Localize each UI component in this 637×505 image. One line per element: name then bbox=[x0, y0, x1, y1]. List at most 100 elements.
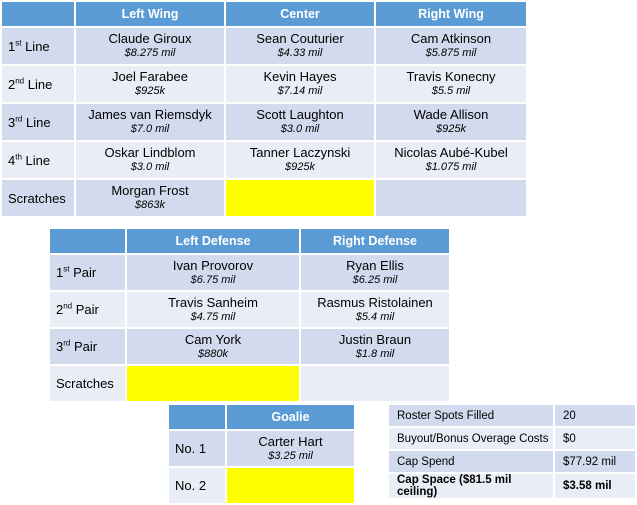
summary-row-cap-space: Cap Space ($81.5 mil ceiling) $3.58 mil bbox=[389, 474, 635, 498]
summary-value: $0 bbox=[555, 428, 635, 449]
row-label: 1st Line bbox=[2, 28, 74, 64]
player-salary: $925k bbox=[436, 123, 466, 135]
defense-header-row: Left Defense Right Defense bbox=[50, 229, 449, 253]
empty-slot bbox=[227, 468, 354, 503]
player-salary: $1.075 mil bbox=[425, 161, 477, 173]
player-name: Ivan Provorov bbox=[172, 257, 254, 273]
row-label: 3rd Pair bbox=[50, 329, 125, 364]
summary-label: Cap Space ($81.5 mil ceiling) bbox=[389, 474, 553, 498]
header-right-wing: Right Wing bbox=[376, 2, 526, 26]
defense-corner-cell bbox=[50, 229, 125, 253]
forwards-table: Left Wing Center Right Wing 1st Line Cla… bbox=[0, 0, 528, 218]
player-name: Rasmus Ristolainen bbox=[317, 294, 433, 310]
player-name: Cam York bbox=[184, 331, 242, 347]
player-salary: $7.14 mil bbox=[277, 85, 323, 97]
player-cell: James van Riemsdyk$7.0 mil bbox=[76, 104, 224, 140]
player-cell: Travis Sanheim$4.75 mil bbox=[127, 292, 299, 327]
player-salary: $5.4 mil bbox=[355, 310, 395, 323]
player-cell: Tanner Laczynski$925k bbox=[226, 142, 374, 178]
summary-value: $3.58 mil bbox=[555, 474, 635, 498]
defense-pair-3: 3rd Pair Cam York$880k Justin Braun$1.8 … bbox=[50, 329, 449, 364]
summary-value: 20 bbox=[555, 405, 635, 426]
summary-row-roster: Roster Spots Filled 20 bbox=[389, 405, 635, 426]
player-salary: $880k bbox=[198, 347, 228, 360]
player-cell: Rasmus Ristolainen$5.4 mil bbox=[301, 292, 449, 327]
row-label: 2nd Pair bbox=[50, 292, 125, 327]
row-label: 1st Pair bbox=[50, 255, 125, 290]
player-salary: $3.0 mil bbox=[280, 123, 320, 135]
player-cell: Ryan Ellis$6.25 mil bbox=[301, 255, 449, 290]
player-salary: $4.33 mil bbox=[277, 47, 323, 59]
forward-line-2: 2nd Line Joel Farabee$925k Kevin Hayes$7… bbox=[2, 66, 526, 102]
player-cell: Sean Couturier$4.33 mil bbox=[226, 28, 374, 64]
player-salary: $4.75 mil bbox=[190, 310, 236, 323]
player-name: Cam Atkinson bbox=[410, 31, 492, 46]
goalie-header-row: Goalie bbox=[169, 405, 354, 429]
cap-summary-table: Roster Spots Filled 20 Buyout/Bonus Over… bbox=[387, 403, 637, 500]
player-cell: Claude Giroux$8.275 mil bbox=[76, 28, 224, 64]
player-name: Justin Braun bbox=[338, 331, 412, 347]
summary-label: Cap Spend bbox=[389, 451, 553, 472]
header-goalie: Goalie bbox=[227, 405, 354, 429]
player-name: Travis Sanheim bbox=[168, 294, 258, 310]
player-name: Nicolas Aubé-Kubel bbox=[394, 145, 508, 160]
summary-label: Roster Spots Filled bbox=[389, 405, 553, 426]
forwards-corner-cell bbox=[2, 2, 74, 26]
player-cell: Wade Allison$925k bbox=[376, 104, 526, 140]
player-cell: Scott Laughton$3.0 mil bbox=[226, 104, 374, 140]
player-salary: $6.25 mil bbox=[352, 273, 398, 286]
player-cell: Nicolas Aubé-Kubel$1.075 mil bbox=[376, 142, 526, 178]
empty-cell bbox=[376, 180, 526, 216]
row-label: 4th Line bbox=[2, 142, 74, 178]
goalie-row-2: No. 2 bbox=[169, 468, 354, 503]
defense-pair-2: 2nd Pair Travis Sanheim$4.75 mil Rasmus … bbox=[50, 292, 449, 327]
player-name: James van Riemsdyk bbox=[88, 107, 212, 122]
player-name: Tanner Laczynski bbox=[249, 145, 351, 160]
player-name: Sean Couturier bbox=[256, 31, 344, 46]
player-name: Kevin Hayes bbox=[263, 69, 337, 84]
player-salary: $925k bbox=[285, 161, 315, 173]
row-label: 2nd Line bbox=[2, 66, 74, 102]
player-cell: Cam Atkinson$5.875 mil bbox=[376, 28, 526, 64]
header-center: Center bbox=[226, 2, 374, 26]
player-cell: Travis Konecny$5.5 mil bbox=[376, 66, 526, 102]
player-name: Morgan Frost bbox=[111, 183, 189, 198]
row-label: No. 2 bbox=[169, 468, 225, 503]
defense-pair-1: 1st Pair Ivan Provorov$6.75 mil Ryan Ell… bbox=[50, 255, 449, 290]
player-name: Joel Farabee bbox=[112, 69, 188, 84]
player-name: Travis Konecny bbox=[406, 69, 496, 84]
goalie-table: Goalie No. 1 Carter Hart$3.25 mil No. 2 bbox=[167, 403, 356, 505]
empty-cell bbox=[301, 366, 449, 401]
summary-label: Buyout/Bonus Overage Costs bbox=[389, 428, 553, 449]
summary-value: $77.92 mil bbox=[555, 451, 635, 472]
forward-line-3: 3rd Line James van Riemsdyk$7.0 mil Scot… bbox=[2, 104, 526, 140]
player-cell: Ivan Provorov$6.75 mil bbox=[127, 255, 299, 290]
goalie-corner-cell bbox=[169, 405, 225, 429]
player-salary: $5.5 mil bbox=[431, 85, 471, 97]
player-salary: $8.275 mil bbox=[124, 47, 176, 59]
player-cell: Morgan Frost$863k bbox=[76, 180, 224, 216]
forward-scratches-row: Scratches Morgan Frost$863k bbox=[2, 180, 526, 216]
player-name: Oskar Lindblom bbox=[104, 145, 196, 160]
player-salary: $3.0 mil bbox=[130, 161, 170, 173]
player-salary: $1.8 mil bbox=[355, 347, 395, 360]
defense-table: Left Defense Right Defense 1st Pair Ivan… bbox=[48, 227, 451, 403]
header-right-defense: Right Defense bbox=[301, 229, 449, 253]
player-cell: Kevin Hayes$7.14 mil bbox=[226, 66, 374, 102]
player-cell: Carter Hart$3.25 mil bbox=[227, 431, 354, 466]
defense-scratches-row: Scratches bbox=[50, 366, 449, 401]
player-name: Carter Hart bbox=[258, 433, 323, 449]
row-label: 3rd Line bbox=[2, 104, 74, 140]
forward-line-4: 4th Line Oskar Lindblom$3.0 mil Tanner L… bbox=[2, 142, 526, 178]
player-name: Wade Allison bbox=[413, 107, 489, 122]
player-salary: $5.875 mil bbox=[425, 47, 477, 59]
forwards-header-row: Left Wing Center Right Wing bbox=[2, 2, 526, 26]
header-left-wing: Left Wing bbox=[76, 2, 224, 26]
player-cell: Cam York$880k bbox=[127, 329, 299, 364]
player-cell: Justin Braun$1.8 mil bbox=[301, 329, 449, 364]
summary-row-buyout: Buyout/Bonus Overage Costs $0 bbox=[389, 428, 635, 449]
empty-slot bbox=[127, 366, 299, 401]
row-label: Scratches bbox=[2, 180, 74, 216]
player-salary: $6.75 mil bbox=[190, 273, 236, 286]
player-salary: $925k bbox=[135, 85, 165, 97]
